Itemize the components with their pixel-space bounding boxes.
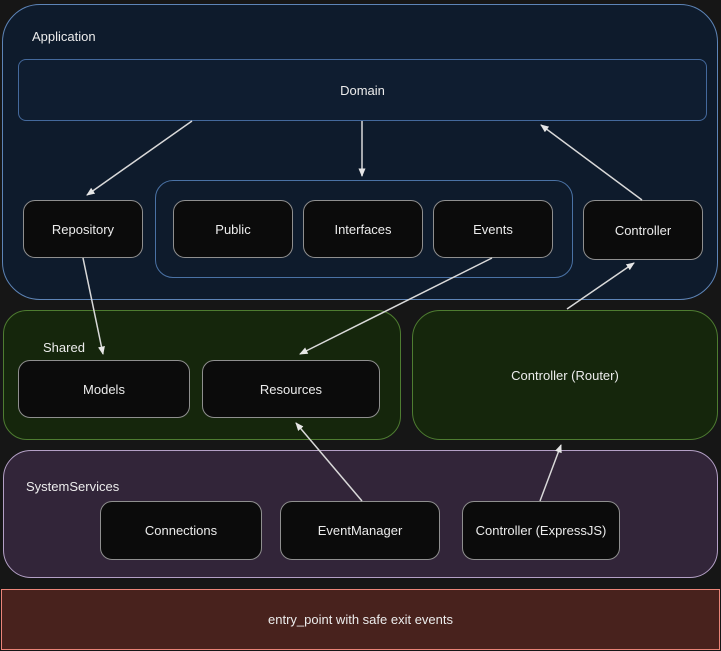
node-domain: Domain <box>18 59 707 121</box>
application-label: Application <box>32 29 96 44</box>
controller-router-label: Controller (Router) <box>511 367 619 383</box>
node-repository: Repository <box>23 200 143 258</box>
entry-point-label: entry_point with safe exit events <box>268 612 453 627</box>
entry-point-bar: entry_point with safe exit events <box>1 589 720 650</box>
node-controller: Controller <box>583 200 703 260</box>
node-public: Public <box>173 200 293 258</box>
domain-label: Domain <box>340 82 385 98</box>
repository-label: Repository <box>51 221 115 237</box>
shared-label: Shared <box>43 340 85 355</box>
resources-label: Resources <box>259 381 323 397</box>
node-resources: Resources <box>202 360 380 418</box>
models-label: Models <box>83 381 125 397</box>
public-label: Public <box>215 221 251 237</box>
controller-router-container: Controller (Router) <box>412 310 718 440</box>
events-label: Events <box>473 221 513 237</box>
connections-label: Connections <box>144 523 218 538</box>
interfaces-label: Interfaces <box>334 221 392 237</box>
system-services-label: SystemServices <box>26 479 120 494</box>
node-interfaces: Interfaces <box>303 200 423 258</box>
node-events: Events <box>433 200 553 258</box>
event-manager-label: EventManager <box>317 523 403 538</box>
node-connections: Connections <box>100 501 262 560</box>
controller-expressjs-label: Controller (ExpressJS) <box>475 523 607 538</box>
controller-label: Controller <box>614 222 672 238</box>
node-controller-expressjs: Controller (ExpressJS) <box>462 501 620 560</box>
node-models: Models <box>18 360 190 418</box>
node-event-manager: EventManager <box>280 501 440 560</box>
